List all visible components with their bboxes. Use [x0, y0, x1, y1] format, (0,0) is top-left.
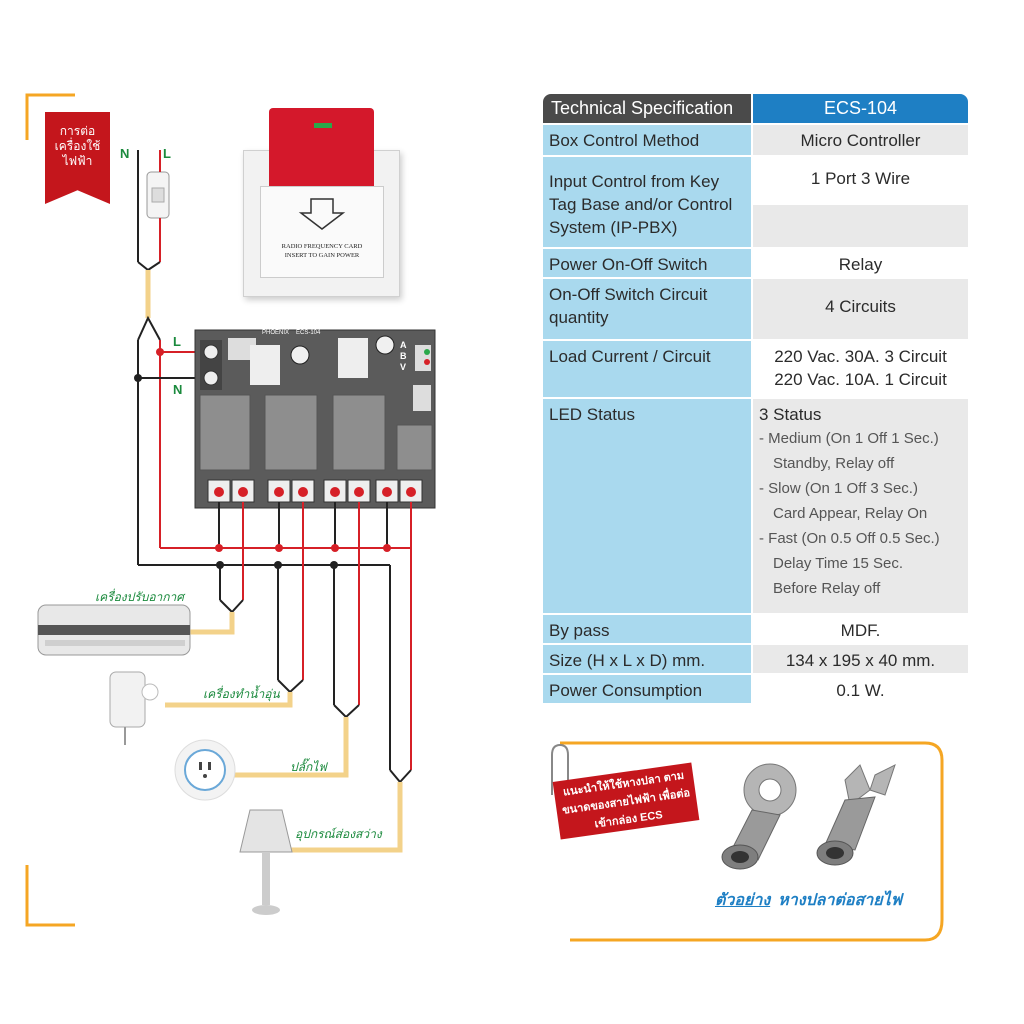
- spec-row: Size (H x L x D) mm. 134 x 195 x 40 mm.: [543, 645, 968, 675]
- board-line-label: L: [173, 334, 181, 349]
- spec-row: LED Status 3 Status - Medium (On 1 Off 1…: [543, 399, 968, 615]
- air-conditioner-icon: [37, 604, 191, 656]
- paperclip-icon: [551, 743, 569, 795]
- spec-row: Box Control Method Micro Controller: [543, 125, 968, 157]
- spec-row: On-Off Switch Circuit quantity 4 Circuit…: [543, 279, 968, 341]
- spec-header-left: Technical Specification: [543, 94, 753, 123]
- ring-terminal-icon: [721, 763, 797, 870]
- spec-table: Technical Specification ECS-104 Box Cont…: [543, 94, 968, 705]
- key-card[interactable]: [269, 108, 374, 198]
- spec-value: 0.1 W.: [753, 675, 968, 703]
- spec-value: Micro Controller: [753, 125, 968, 155]
- spec-label: LED Status: [543, 399, 753, 613]
- spec-label: Power Consumption: [543, 675, 753, 703]
- spec-value: Relay: [753, 249, 968, 277]
- card-text-line1: RADIO FREQUENCY CARD: [281, 243, 363, 250]
- board-model: ECS-104: [296, 330, 321, 336]
- label-lamp: อุปกรณ์ส่องสว่าง: [295, 827, 382, 841]
- spec-header-right: ECS-104: [753, 94, 968, 123]
- label-air-conditioner: เครื่องปรับอากาศ: [95, 590, 184, 604]
- terminal-caption: ตัวอย่าง หางปลาต่อสายไฟ: [715, 888, 902, 913]
- caption-example: ตัวอย่าง: [715, 892, 771, 909]
- spec-row: By pass MDF.: [543, 615, 968, 645]
- abv-label: A B V: [400, 340, 407, 372]
- spec-label: Box Control Method: [543, 125, 753, 155]
- spec-value: 134 x 195 x 40 mm.: [753, 645, 968, 673]
- card-switch: RADIO FREQUENCY CARD INSERT TO GAIN POWE…: [243, 108, 400, 297]
- lamp-icon: [239, 809, 293, 915]
- led-line: - Slow (On 1 Off 3 Sec.): [759, 480, 918, 497]
- spec-value-empty: [753, 205, 968, 247]
- spec-row: Input Control from Key Tag Base and/or C…: [543, 157, 968, 249]
- spec-label: By pass: [543, 615, 753, 643]
- label-water-heater: เครื่องทำน้ำอุ่น: [203, 687, 280, 701]
- arrow-down-icon: [298, 198, 346, 230]
- spec-label: Load Current / Circuit: [543, 341, 753, 397]
- spec-value: 4 Circuits: [753, 279, 968, 339]
- spec-label: On-Off Switch Circuit quantity: [543, 279, 753, 339]
- water-heater-icon: [109, 671, 159, 745]
- spec-value-led: 3 Status - Medium (On 1 Off 1 Sec.) Stan…: [753, 399, 968, 613]
- wiring-diagram: [37, 150, 436, 915]
- spec-row: Power Consumption 0.1 W.: [543, 675, 968, 705]
- spec-value: 1 Port 3 Wire: [753, 157, 968, 205]
- led-line: Standby, Relay off: [773, 455, 895, 472]
- spec-label: Power On-Off Switch: [543, 249, 753, 277]
- led-line: - Medium (On 1 Off 1 Sec.): [759, 430, 939, 447]
- spec-header: Technical Specification ECS-104: [543, 94, 968, 125]
- spec-value: 220 Vac. 30A. 3 Circuit 220 Vac. 10A. 1 …: [753, 341, 968, 397]
- spec-row: Power On-Off Switch Relay: [543, 249, 968, 279]
- spec-label: Input Control from Key Tag Base and/or C…: [543, 157, 753, 247]
- spec-value: 3 Status: [759, 405, 822, 424]
- caption-text: หางปลาต่อสายไฟ: [778, 892, 902, 909]
- board-neutral-label: N: [173, 382, 183, 397]
- spec-row: Load Current / Circuit 220 Vac. 30A. 3 C…: [543, 341, 968, 399]
- board-brand: PHOENIX: [262, 330, 290, 336]
- label-socket: ปลั๊กไฟ: [290, 760, 327, 774]
- spec-value: MDF.: [753, 615, 968, 643]
- led-line: Before Relay off: [773, 580, 881, 597]
- led-line: Card Appear, Relay On: [773, 505, 928, 522]
- card-text-line2: INSERT TO GAIN POWER: [284, 252, 360, 259]
- spec-value-line2: 220 Vac. 10A. 1 Circuit: [774, 370, 947, 389]
- connection-banner: การต่อ เครื่องใช้ ไฟฟ้า: [45, 112, 110, 204]
- line-label: L: [163, 146, 171, 161]
- card-slot: RADIO FREQUENCY CARD INSERT TO GAIN POWE…: [260, 186, 384, 278]
- led-line: - Fast (On 0.5 Off 0.5 Sec.): [759, 530, 940, 547]
- spec-label: Size (H x L x D) mm.: [543, 645, 753, 673]
- spec-value-line1: 220 Vac. 30A. 3 Circuit: [774, 347, 947, 366]
- fork-terminal-icon: [816, 764, 896, 866]
- terminal-panel: [551, 741, 944, 942]
- power-socket-icon: [174, 739, 236, 801]
- led-line: Delay Time 15 Sec.: [773, 555, 904, 572]
- neutral-label: N: [120, 146, 130, 161]
